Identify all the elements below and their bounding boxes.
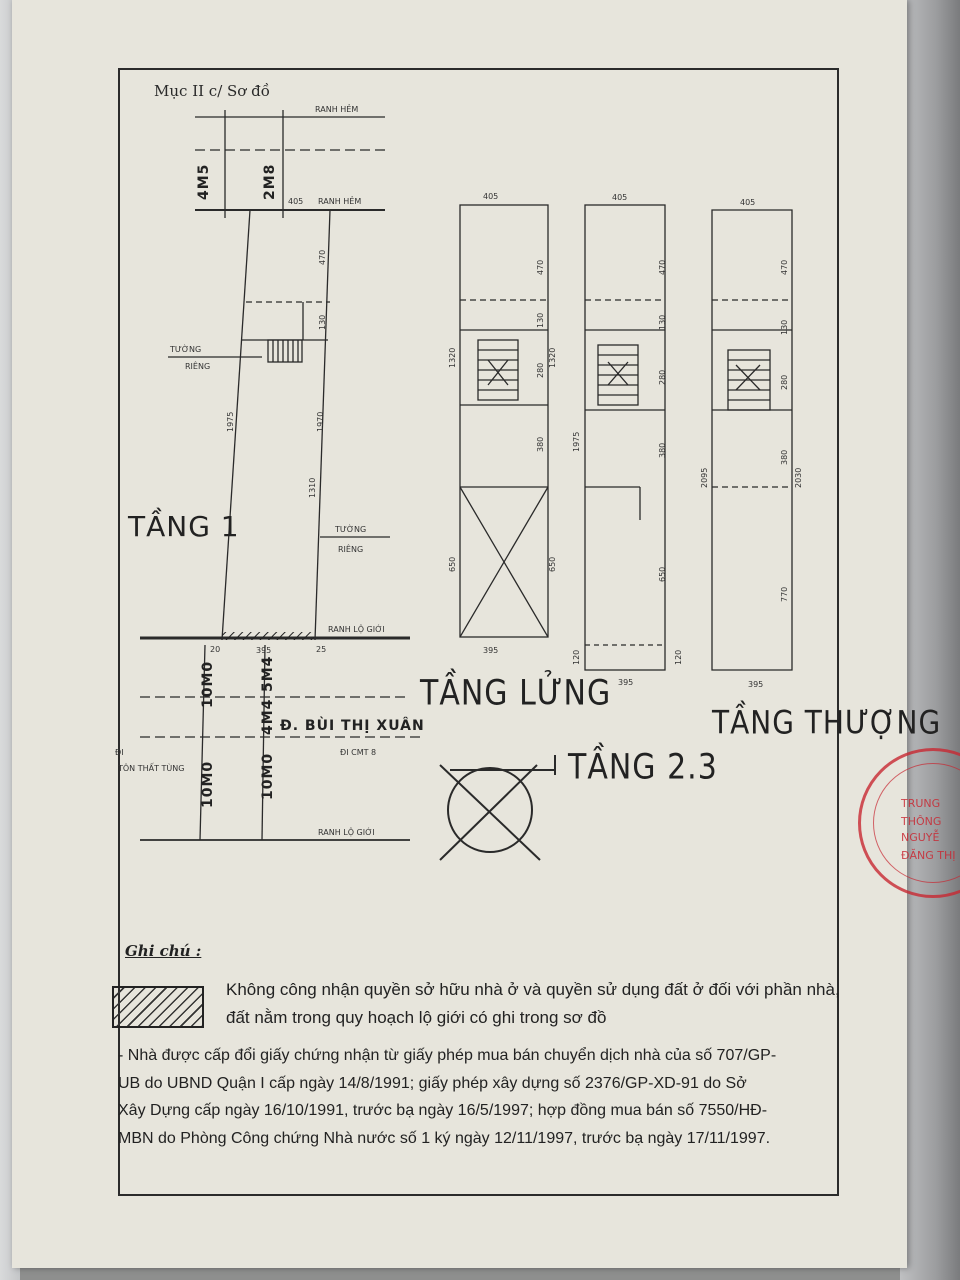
roof-dim-130: 130 bbox=[780, 319, 789, 335]
direction-left-1: ĐI bbox=[115, 748, 124, 757]
street-name: Đ. BÙI THỊ XUÂN bbox=[280, 718, 425, 734]
alley-width-2: 2M8 bbox=[262, 163, 278, 200]
site-dim-1975: 1975 bbox=[226, 411, 235, 432]
site-dim-1970: 1970 bbox=[316, 411, 325, 432]
house-left-wall bbox=[221, 209, 251, 641]
seal-text-3: NGUYỄ bbox=[901, 831, 940, 844]
site-dim-1310: 1310 bbox=[308, 477, 317, 498]
mezz-dim-1320-a: 1320 bbox=[448, 347, 457, 368]
direction-left-2: TÔN THẤT TÙNG bbox=[118, 764, 185, 773]
road-dim-line-1 bbox=[199, 644, 206, 841]
f23-dim-120-a: 120 bbox=[572, 649, 581, 665]
f23-dim-120-b: 120 bbox=[674, 649, 683, 665]
wall-label-1b: RIÊNG bbox=[185, 362, 211, 371]
f23-width-bottom: 395 bbox=[618, 678, 634, 687]
mezz-dim-470: 470 bbox=[536, 259, 545, 275]
direction-cmt8: ĐI CMT 8 bbox=[340, 748, 377, 757]
f23-width-top: 405 bbox=[612, 193, 628, 202]
roof-dim-2095: 2095 bbox=[700, 467, 709, 488]
f23-dim-130: 130 bbox=[658, 314, 667, 330]
mezz-dim-1320-b: 1320 bbox=[548, 347, 557, 368]
plan-floor-2-3 bbox=[584, 204, 666, 671]
road-width-5: 10M0 bbox=[260, 752, 276, 800]
wall-label-2: TƯỜNG bbox=[335, 525, 367, 534]
notes-line-2: UB do UBND Quận I cấp ngày 14/8/1991; gi… bbox=[118, 1074, 747, 1092]
notes-line-3: Xây Dựng cấp ngày 16/10/1991, trước bạ n… bbox=[118, 1102, 768, 1119]
site-width-bottom: 395 bbox=[256, 646, 272, 655]
notes-line-4: MBN do Phòng Công chứng Nhà nước số 1 ký… bbox=[118, 1129, 771, 1147]
roof-title: TẦNG THƯỢNG bbox=[712, 703, 942, 742]
f23-dim-380: 380 bbox=[658, 442, 667, 458]
roof-width-top: 405 bbox=[740, 198, 756, 207]
wall-label-1: TƯỜNG bbox=[170, 345, 202, 354]
section-title: Mục II c/ Sơ đồ bbox=[154, 82, 270, 100]
page-frame bbox=[118, 68, 839, 1196]
roof-dim-770: 770 bbox=[780, 586, 789, 602]
mezzanine-title: TẦNG LỬNG bbox=[420, 673, 612, 714]
wall-label-2b: RIÊNG bbox=[338, 545, 364, 554]
site-width-top: 405 bbox=[288, 197, 304, 206]
legend-text: Không công nhận quyền sở hữu nhà ở và qu… bbox=[226, 980, 840, 1027]
mezz-width-top: 405 bbox=[483, 192, 499, 201]
mezz-dim-650-a: 650 bbox=[448, 556, 457, 572]
roof-dim-2030: 2030 bbox=[794, 467, 803, 488]
road-width-4: 10M0 bbox=[200, 760, 216, 808]
mezz-dim-380: 380 bbox=[536, 436, 545, 452]
mezz-dim-130: 130 bbox=[536, 312, 545, 328]
road-dim-line-2 bbox=[261, 644, 266, 841]
floor-label-1: TẦNG 1 bbox=[128, 510, 240, 543]
roof-dim-470: 470 bbox=[780, 259, 789, 275]
road-width-1: 10M0 bbox=[200, 660, 216, 708]
alley-width-1: 4M5 bbox=[196, 163, 212, 200]
site-small-25: 25 bbox=[316, 645, 327, 654]
roof-dim-280: 280 bbox=[780, 374, 789, 390]
boundary-label-bottom: RANH LỘ GIỚI bbox=[318, 828, 375, 837]
alley-label-line: RANH HẺM bbox=[318, 197, 362, 206]
mezz-dim-280: 280 bbox=[536, 362, 545, 378]
site-dim-130: 130 bbox=[318, 314, 327, 330]
site-small-20: 20 bbox=[210, 645, 221, 654]
floor-2-3-title: TẦNG 2.3 bbox=[568, 747, 718, 788]
plan-roof bbox=[711, 209, 793, 671]
notes-body: - Nhà được cấp đổi giấy chứng nhận từ gi… bbox=[118, 1042, 918, 1152]
f23-dim-1975: 1975 bbox=[572, 431, 581, 452]
stairs-site bbox=[267, 339, 303, 363]
hatched-strip bbox=[222, 632, 314, 640]
legend-hatch-swatch bbox=[112, 986, 204, 1028]
seal-text-4: ĐĂNG THỊ bbox=[901, 849, 956, 862]
plan-mezzanine bbox=[459, 204, 549, 638]
notes-title: Ghi chú : bbox=[125, 942, 202, 960]
north-arrow-symbol bbox=[439, 755, 556, 861]
boundary-label-top: RANH LỘ GIỚI bbox=[328, 625, 385, 634]
house-right-wall bbox=[314, 209, 331, 641]
mezz-dim-650-b: 650 bbox=[548, 556, 557, 572]
f23-dim-470: 470 bbox=[658, 259, 667, 275]
background-right bbox=[900, 0, 960, 1280]
roof-dim-380: 380 bbox=[780, 449, 789, 465]
alley-label-top: RANH HẺM bbox=[315, 105, 359, 114]
f23-dim-280: 280 bbox=[658, 369, 667, 385]
roof-width-bottom: 395 bbox=[748, 680, 764, 689]
seal-text-2: THÔNG bbox=[901, 815, 942, 828]
mezz-width-bottom: 395 bbox=[483, 646, 499, 655]
f23-dim-650: 650 bbox=[658, 566, 667, 582]
site-dim-470: 470 bbox=[318, 249, 327, 265]
notes-line-1: - Nhà được cấp đổi giấy chứng nhận từ gi… bbox=[118, 1047, 777, 1064]
seal-text-1: TRUNG bbox=[901, 797, 941, 810]
road-width-3: 4M4 bbox=[260, 698, 276, 735]
road-width-2: 5M4 bbox=[260, 655, 276, 692]
